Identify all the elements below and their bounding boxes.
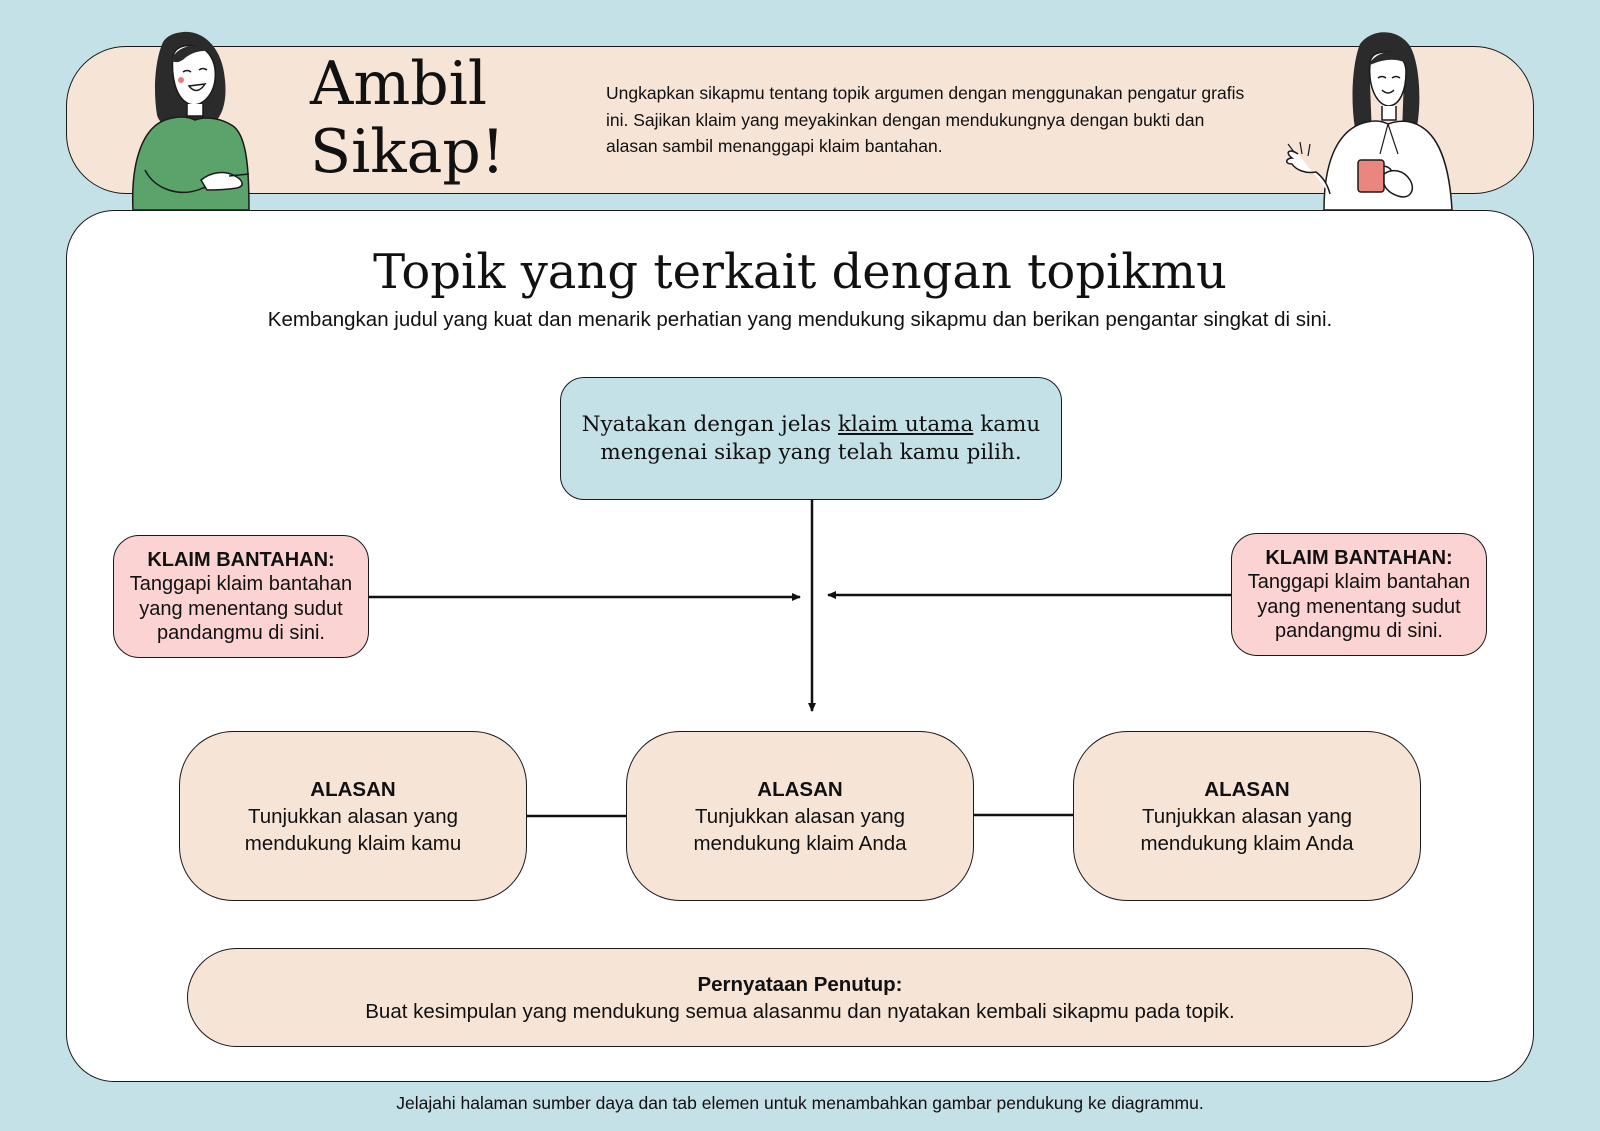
counterclaim-box-left: KLAIM BANTAHAN: Tanggapi klaim bantahan … <box>113 535 369 658</box>
closing-heading: Pernyataan Penutup: <box>697 972 903 996</box>
header-description: Ungkapkan sikapmu tentang topik argumen … <box>606 83 1245 156</box>
reason-heading: ALASAN <box>1204 777 1290 801</box>
main-claim-box: Nyatakan dengan jelas klaim utama kamu m… <box>560 377 1062 500</box>
reason-heading: ALASAN <box>757 777 843 801</box>
main-claim-text: Nyatakan dengan jelas klaim utama kamu m… <box>581 411 1041 465</box>
closing-body: Buat kesimpulan yang mendukung semua ala… <box>365 999 1235 1023</box>
closing-statement-box: Pernyataan Penutup: Buat kesimpulan yang… <box>187 948 1413 1047</box>
reason-box-1: ALASAN Tunjukkan alasan yang mendukung k… <box>179 731 527 901</box>
header-title: Ambil Sikap! <box>310 50 570 186</box>
main-intro: Kembangkan judul yang kuat dan menarik p… <box>267 308 1333 331</box>
counterclaim-body: Tanggapi klaim bantahan yang menentang s… <box>1247 571 1471 642</box>
counterclaim-heading: KLAIM BANTAHAN: <box>147 548 335 571</box>
main-title: Topik yang terkait dengan topikmu <box>373 244 1227 300</box>
reason-body: Tunjukkan alasan yang mendukung klaim ka… <box>244 804 462 855</box>
reason-box-2: ALASAN Tunjukkan alasan yang mendukung k… <box>626 731 974 901</box>
reason-body: Tunjukkan alasan yang mendukung klaim An… <box>693 804 907 855</box>
counterclaim-box-right: KLAIM BANTAHAN: Tanggapi klaim bantahan … <box>1231 533 1487 656</box>
header-band <box>66 46 1534 194</box>
woman-laughing-illustration <box>131 31 250 210</box>
reason-body: Tunjukkan alasan yang mendukung klaim An… <box>1140 804 1354 855</box>
woman-holding-mug-illustration <box>1286 32 1453 210</box>
counterclaim-heading: KLAIM BANTAHAN: <box>1265 546 1453 569</box>
reason-heading: ALASAN <box>310 777 396 801</box>
header-title-line1: Ambil <box>310 49 488 119</box>
header-title-line2: Sikap! <box>310 117 505 187</box>
counterclaim-body: Tanggapi klaim bantahan yang menentang s… <box>129 573 353 644</box>
reason-box-3: ALASAN Tunjukkan alasan yang mendukung k… <box>1073 731 1421 901</box>
footer-note: Jelajahi halaman sumber daya dan tab ele… <box>396 1093 1204 1113</box>
